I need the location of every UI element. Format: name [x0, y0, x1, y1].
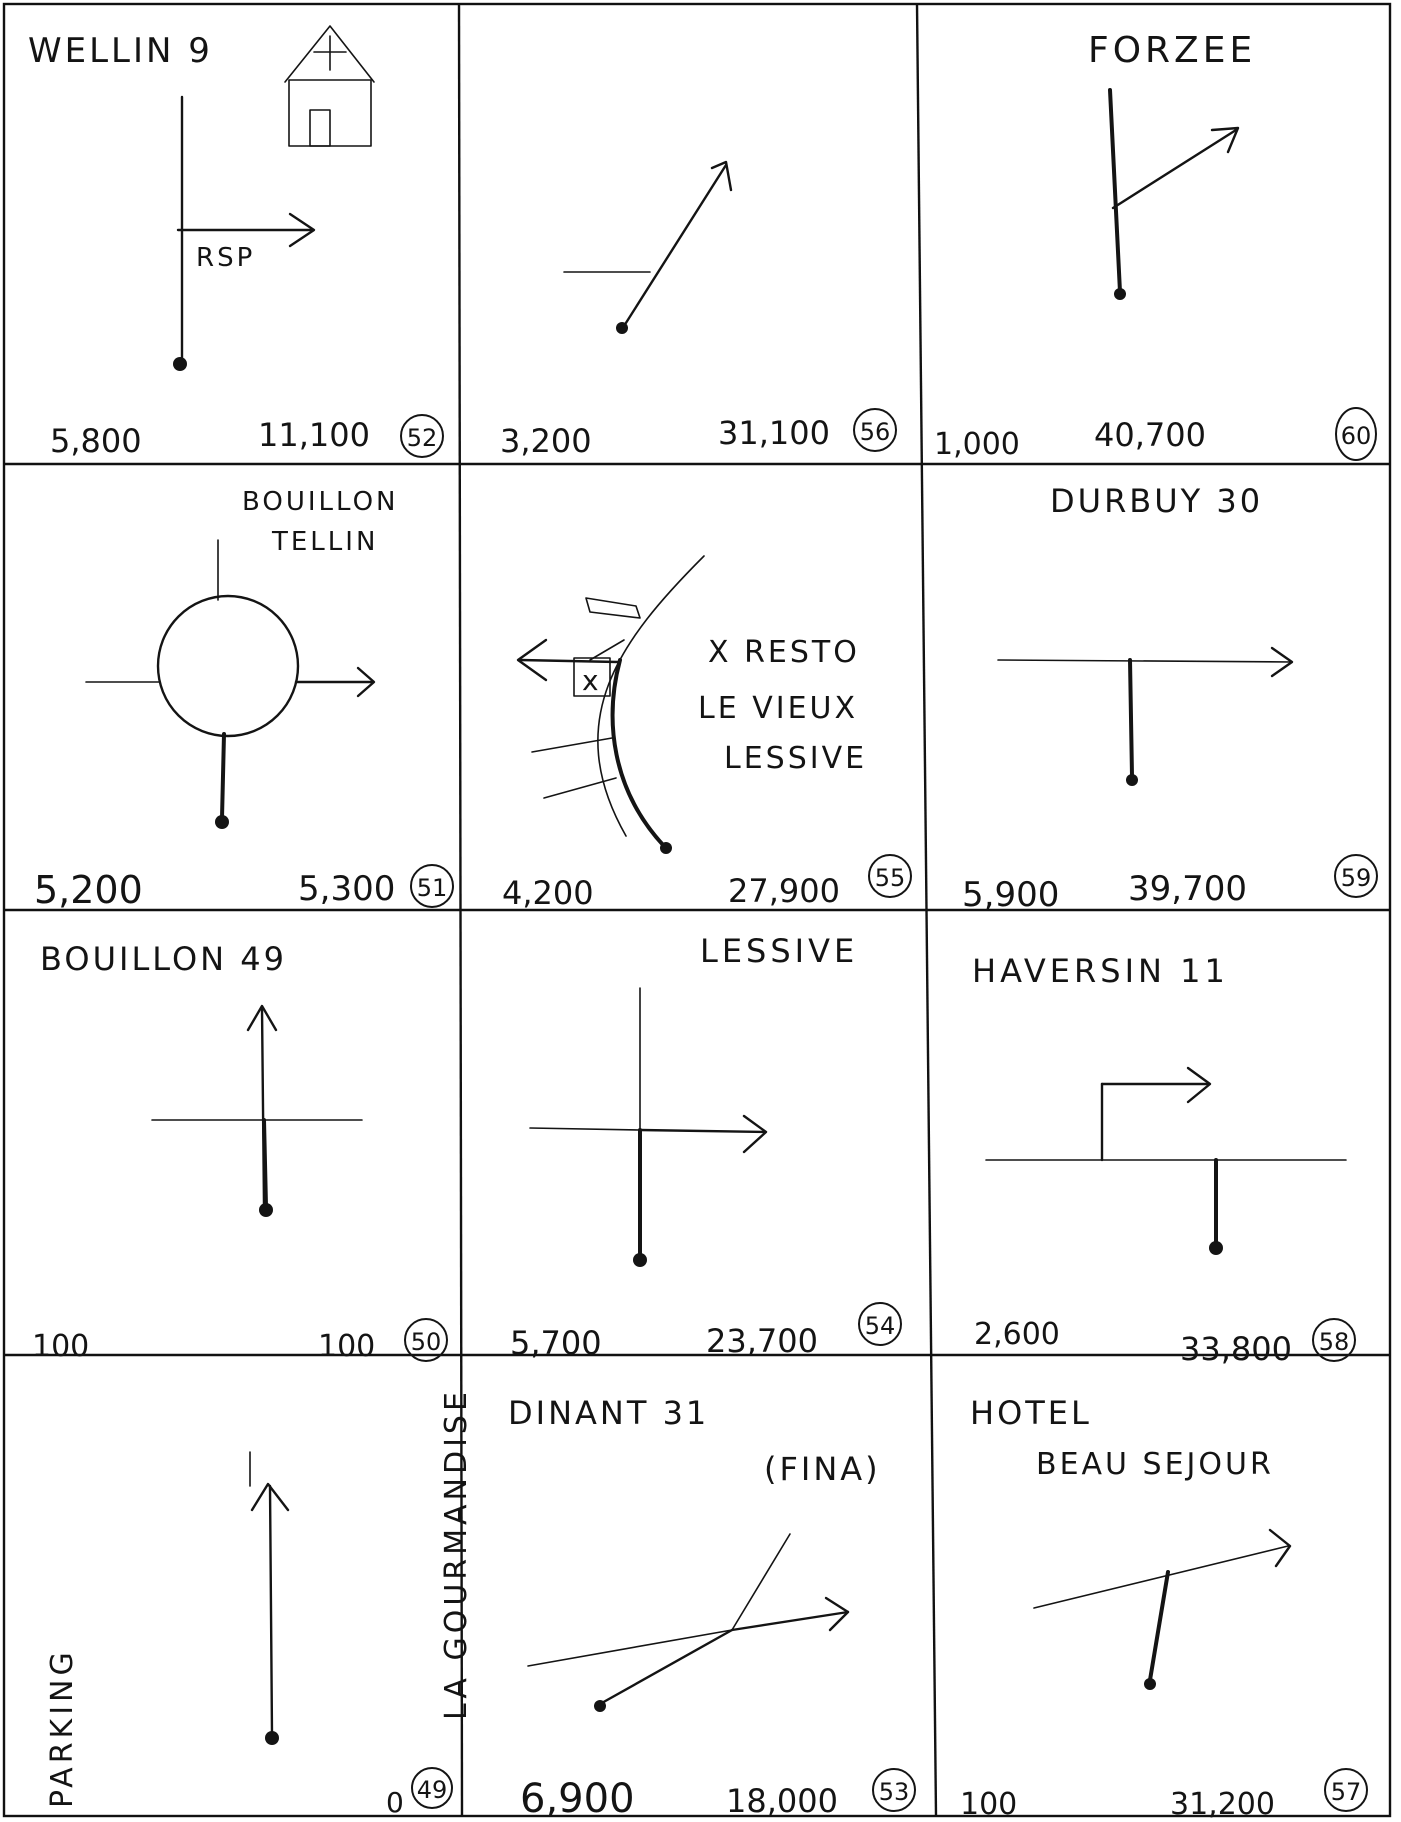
card-number: 54	[865, 1312, 896, 1340]
church-icon	[285, 26, 374, 146]
card-54: LESSIVE 5,700 23,700 54	[510, 932, 901, 1362]
card-extra: LESSIVE	[724, 741, 867, 776]
card-60: FORZEE 1,000 40,700 60	[934, 30, 1376, 462]
card-title: FORZEE	[1088, 30, 1256, 71]
card-subtitle: LE VIEUX	[698, 691, 858, 726]
total-distance: 31,100	[718, 414, 830, 452]
card-title: BOUILLON	[242, 487, 399, 517]
partial-distance: 100	[960, 1787, 1017, 1822]
partial-distance: 0	[386, 1786, 404, 1819]
card-title: LESSIVE	[700, 932, 858, 970]
card-title: DURBUY 30	[1050, 482, 1263, 520]
card-subtitle: BEAU SEJOUR	[1036, 1447, 1274, 1482]
card-number: 60	[1341, 422, 1372, 450]
card-title: DINANT 31	[508, 1394, 709, 1432]
card-number: 50	[411, 1328, 442, 1356]
card-59: DURBUY 30 5,900 39,700 59	[962, 482, 1377, 915]
tulip-diagram	[250, 1452, 288, 1745]
card-title: HOTEL	[970, 1394, 1092, 1432]
tulip-diagram	[564, 162, 731, 334]
tulip-diagram	[1110, 90, 1238, 300]
rsp-label: RSP	[196, 243, 255, 273]
card-number: 55	[875, 864, 906, 892]
card-extra: PARKING	[45, 1648, 80, 1808]
tulip-diagram	[173, 97, 314, 371]
grid-frame	[4, 4, 1390, 1816]
card-number: 59	[1341, 864, 1372, 892]
partial-distance: 5,900	[962, 875, 1059, 915]
tulip-diagram	[1034, 1530, 1290, 1690]
card-50: BOUILLON 49 100 100 50	[32, 940, 447, 1364]
card-subtitle: (FINA)	[764, 1450, 881, 1488]
partial-distance: 100	[32, 1329, 89, 1364]
partial-distance: 6,900	[520, 1776, 635, 1822]
total-distance: 27,900	[728, 872, 840, 910]
tulip-diagram	[530, 988, 766, 1267]
tulip-diagram	[528, 1534, 848, 1712]
card-58: HAVERSIN 11 2,600 33,800 58	[972, 952, 1355, 1368]
card-number: 58	[1319, 1328, 1350, 1356]
total-distance: 39,700	[1128, 869, 1247, 909]
total-distance: 40,700	[1094, 416, 1206, 454]
card-title: X RESTO	[708, 635, 860, 670]
card-number: 49	[417, 1776, 448, 1804]
card-number: 52	[407, 424, 438, 452]
card-57: HOTEL BEAU SEJOUR 100 31,200 57	[960, 1394, 1367, 1822]
total-distance: 5,300	[298, 869, 395, 909]
card-53: DINANT 31 (FINA) 6,900 18,000 53	[508, 1394, 915, 1822]
card-title: HAVERSIN 11	[972, 952, 1229, 990]
card-number: 56	[860, 418, 891, 446]
tulip-diagram	[152, 1006, 362, 1217]
partial-distance: 1,000	[934, 427, 1020, 462]
partial-distance: 4,200	[502, 874, 594, 912]
card-number: 53	[879, 1778, 910, 1806]
total-distance: 18,000	[726, 1782, 838, 1820]
partial-distance: 5,700	[510, 1324, 602, 1362]
card-subtitle: TELLIN	[271, 527, 378, 557]
total-distance: 33,800	[1180, 1330, 1292, 1368]
roundabout-diagram	[86, 540, 374, 829]
total-distance: 11,100	[258, 416, 370, 454]
total-distance: 23,700	[706, 1322, 818, 1360]
card-52: WELLIN 9 RSP 5,800 11,100 52	[28, 26, 443, 460]
card-55: x X RESTO LE VIEUX LESSIVE 4,200 27,900 …	[502, 556, 911, 912]
partial-distance: 5,800	[50, 422, 142, 460]
tulip-diagram	[986, 1068, 1346, 1255]
partial-distance: 3,200	[500, 422, 592, 460]
tulip-diagram: x	[518, 556, 704, 854]
total-distance: 31,200	[1170, 1787, 1275, 1822]
card-number: 57	[1331, 1778, 1362, 1806]
card-title: WELLIN 9	[28, 31, 213, 71]
card-title: BOUILLON 49	[40, 940, 287, 978]
x-marker: x	[582, 664, 599, 697]
card-49: LA GOURMANDISE PARKING 0 49	[45, 1388, 474, 1819]
total-distance: 100	[318, 1329, 375, 1364]
card-56: 3,200 31,100 56	[500, 162, 896, 460]
card-number: 51	[417, 874, 448, 902]
card-title: LA GOURMANDISE	[439, 1388, 474, 1720]
tulip-diagram	[998, 648, 1292, 786]
card-51: BOUILLON TELLIN 5,200 5,300 51	[34, 487, 453, 912]
partial-distance: 2,600	[974, 1317, 1060, 1352]
partial-distance: 5,200	[34, 868, 143, 912]
